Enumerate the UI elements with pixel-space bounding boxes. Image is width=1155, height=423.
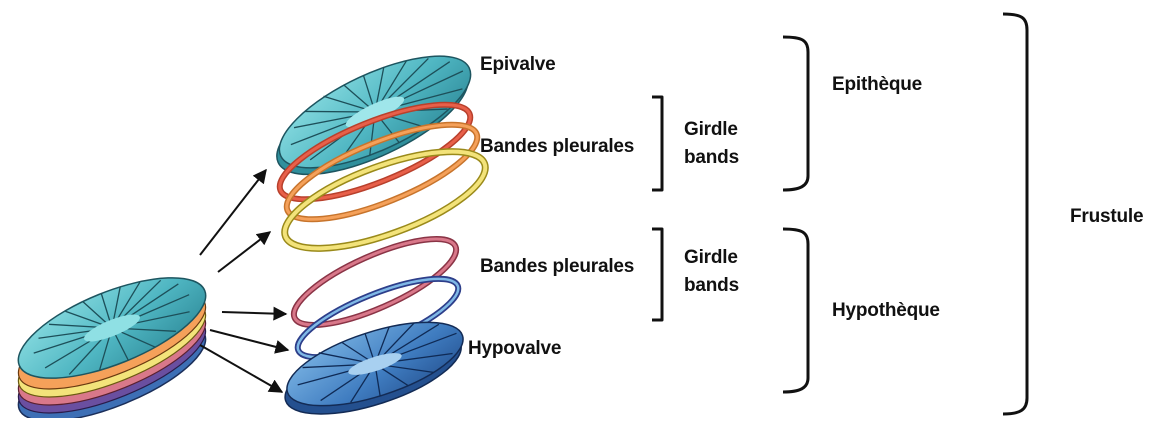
bandes-pleurales-top-label: Bandes pleurales [480, 136, 634, 158]
girdle-bands-bottom-label: Girdle bands [684, 244, 739, 300]
hypovalve-label: Hypovalve [468, 338, 561, 360]
epitheque-label: Epithèque [832, 74, 922, 96]
hypotheque-bracket [783, 229, 808, 392]
girdle-bands-top-label: Girdle bands [684, 116, 739, 172]
girdle-bottom-line1: Girdle [684, 244, 739, 272]
assembled-diatom [6, 257, 218, 418]
frustule-bracket [1003, 14, 1027, 414]
girdle-top-bracket [652, 97, 662, 190]
arrow-to-top-bands [218, 232, 270, 272]
girdle-top-line1: Girdle [684, 116, 739, 144]
girdle-top-line2: bands [684, 144, 739, 172]
hypotheque-label: Hypothèque [832, 300, 940, 322]
arrow-to-bottom-bands-2 [210, 330, 288, 350]
arrow-to-hypovalve [200, 345, 282, 392]
bandes-pleurales-bottom-label: Bandes pleurales [480, 256, 634, 278]
epivalve-label: Epivalve [480, 54, 556, 76]
arrow-to-bottom-bands [222, 312, 286, 314]
epitheque-bracket [783, 37, 808, 190]
frustule-label: Frustule [1070, 206, 1143, 228]
epivalve-shape [262, 34, 485, 197]
arrows [200, 170, 288, 392]
girdle-bottom-bracket [652, 229, 662, 320]
girdle-bottom-line2: bands [684, 272, 739, 300]
